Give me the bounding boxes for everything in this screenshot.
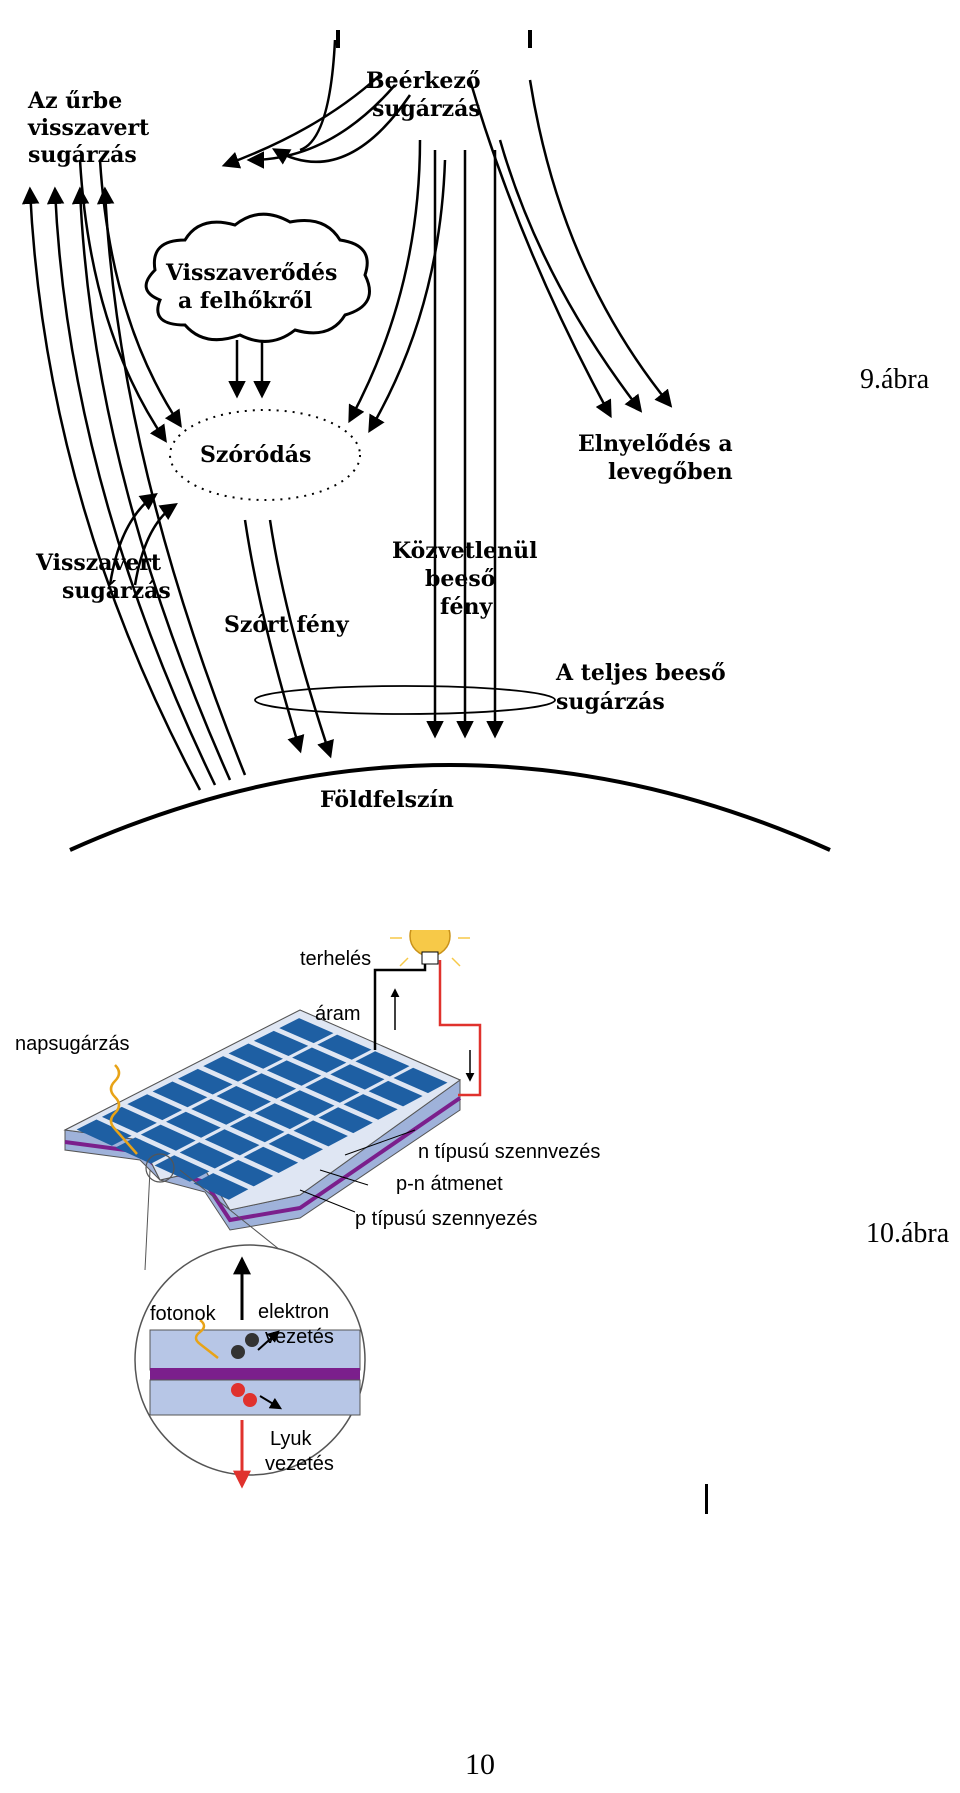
solar-cell: [305, 1077, 360, 1103]
solar-cell: [140, 1124, 196, 1151]
label-cloud-1: Visszaverődés: [165, 260, 337, 286]
solar-cell: [292, 1047, 347, 1073]
solar-cell: [279, 1018, 334, 1044]
scattering-region: [169, 409, 361, 501]
solar-cell: [203, 1056, 258, 1082]
solar-cell: [266, 1060, 322, 1086]
label-p-type: p típusú szennyezés: [355, 1208, 537, 1230]
label-reflected-2: sugárzás: [62, 578, 171, 604]
solar-cell: [204, 1129, 260, 1156]
label-space-reflected-3: sugárzás: [28, 142, 137, 168]
page-number: 10: [465, 1748, 495, 1781]
label-incoming-1: Beérkező: [366, 68, 481, 94]
label-reflected-1: Visszavert: [35, 550, 162, 576]
solar-cell-diagram: terhelés áram napsugárzás n típusú szenn…: [15, 930, 600, 1489]
zoom-junction: [150, 1368, 360, 1380]
top-mark-left: [336, 30, 340, 48]
label-direct-2: beeső: [425, 566, 495, 592]
solar-cell: [177, 1068, 233, 1095]
label-incoming-2: sugárzás: [372, 96, 481, 122]
label-surface: Földfelszín: [320, 787, 454, 813]
solar-cell: [127, 1094, 183, 1121]
total-radiation-ring: [254, 685, 556, 715]
solar-cell: [330, 1064, 385, 1090]
photon-ray: [109, 1064, 138, 1155]
solar-cell: [154, 1155, 210, 1182]
solar-cell: [191, 1098, 246, 1125]
solar-cells: [76, 1018, 448, 1200]
wire-red: [438, 960, 482, 1097]
label-electron-2: vezetés: [265, 1326, 334, 1348]
label-n-type: n típusú szennvezés: [418, 1141, 600, 1163]
label-absorption-1: Elnyelődés a: [578, 431, 733, 457]
cloud-shape: [144, 212, 371, 343]
top-mark-right: [528, 30, 532, 48]
figure-10-caption: 10.ábra: [866, 1218, 950, 1249]
solar-cell: [393, 1067, 448, 1094]
label-scattered-light: Szórt fény: [224, 612, 350, 638]
label-pn-junction: p-n átmenet: [396, 1173, 503, 1195]
solar-cell: [218, 1159, 274, 1187]
label-direct-3: fény: [440, 594, 493, 620]
label-total-1: A teljes beeső: [555, 660, 726, 686]
solar-cell: [268, 1133, 324, 1160]
label-solar-radiation: napsugárzás: [15, 1033, 130, 1055]
solar-cell: [166, 1111, 221, 1138]
label-load: terhelés: [300, 948, 371, 970]
solar-cell: [293, 1120, 348, 1147]
solar-cell: [241, 1073, 297, 1099]
solar-cell: [216, 1086, 271, 1112]
solar-cell: [355, 1051, 410, 1077]
solar-cell: [317, 1034, 372, 1060]
solar-cell: [179, 1142, 235, 1169]
solar-cell: [193, 1173, 249, 1200]
label-direct-1: Közvetlenül: [392, 538, 537, 564]
label-space-reflected-1: Az űrbe: [27, 88, 122, 114]
solar-cell: [76, 1119, 132, 1146]
label-cloud-2: a felhőkről: [178, 288, 312, 314]
label-space-reflected-2: visszavert: [27, 115, 150, 141]
label-scattering: Szóródás: [200, 442, 311, 468]
solar-cell: [228, 1043, 283, 1069]
light-bulb-icon: [390, 930, 470, 967]
solar-cell: [253, 1030, 309, 1056]
solar-cell: [280, 1090, 335, 1116]
solar-cell: [243, 1146, 299, 1174]
solar-cell: [152, 1081, 208, 1108]
solar-cell: [343, 1094, 398, 1120]
label-total-2: sugárzás: [556, 689, 665, 715]
label-photons: fotonok: [150, 1303, 217, 1325]
radiation-balance-diagram: Az űrbe visszavert sugárzás Beérkező sug…: [21, 39, 831, 852]
solar-cell: [318, 1107, 373, 1134]
earth-surface-arc: [69, 763, 831, 852]
figure-9-caption: 9.ábra: [860, 364, 930, 395]
label-hole-1: Lyuk: [270, 1428, 313, 1450]
solar-cell: [229, 1116, 285, 1143]
label-current: áram: [315, 1003, 361, 1025]
text-cursor: [705, 1484, 708, 1514]
label-absorption-2: levegőben: [608, 459, 733, 485]
solar-cell: [255, 1103, 310, 1130]
label-hole-2: vezetés: [265, 1453, 334, 1475]
solar-cell: [368, 1080, 423, 1107]
label-electron-1: elektron: [258, 1301, 329, 1323]
